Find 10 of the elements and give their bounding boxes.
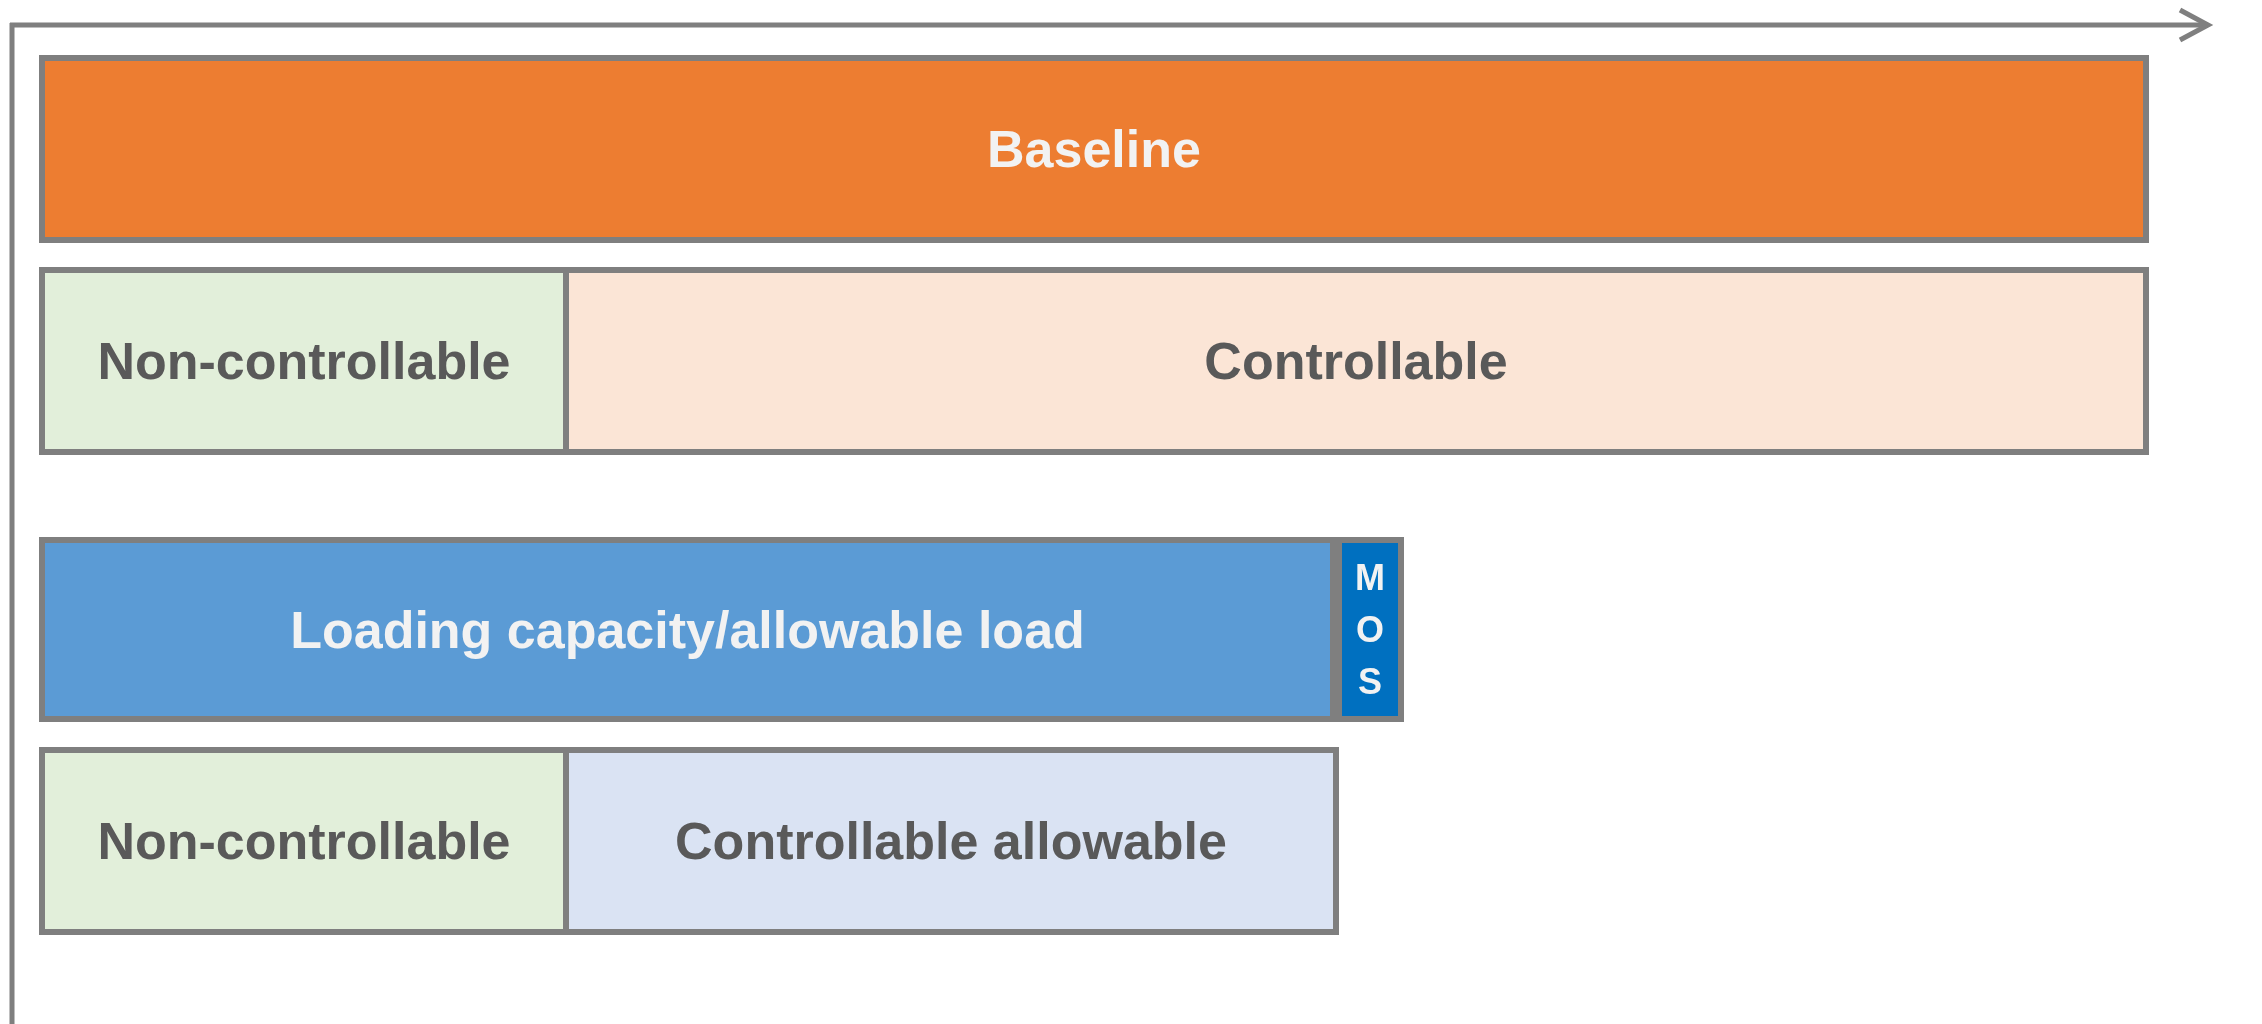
bar-label: Controllable: [1204, 331, 1508, 391]
bar-label: MOS: [1354, 555, 1386, 704]
bar-label: Baseline: [987, 119, 1201, 179]
margin-bar: [1336, 537, 1404, 722]
bar-label: Loading capacity/allowable load: [290, 599, 1085, 660]
baseline-bar: [39, 55, 2149, 243]
bar-label: Non-controllable: [97, 331, 511, 391]
capacity-bar: [39, 537, 1336, 722]
bar-label: Non-controllable: [97, 811, 511, 871]
bar-label: Controllable allowable: [675, 811, 1227, 871]
